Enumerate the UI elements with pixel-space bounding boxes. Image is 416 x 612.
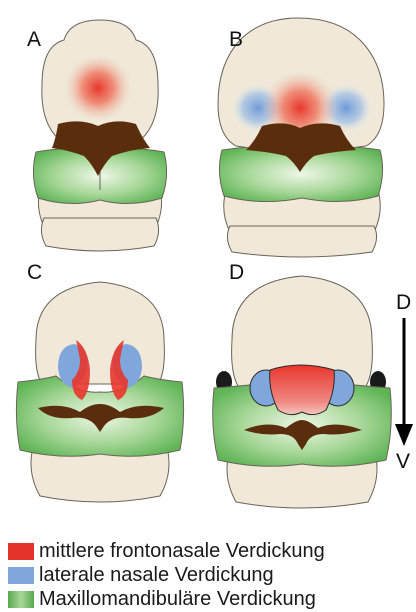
legend: mittlere frontonasale Verdickung lateral…: [6, 540, 416, 612]
legend-label-frontonasal: mittlere frontonasale Verdickung: [39, 540, 325, 562]
frontonasal-thickening: [270, 365, 335, 415]
panel-a-embryo: [33, 20, 166, 251]
legend-label-maxillomandibular: Maxillomandibuläre Verdickung: [39, 588, 316, 610]
arrow-head-icon: [395, 424, 413, 446]
panel-label-c: C: [27, 262, 42, 283]
body-segment: [31, 452, 169, 502]
panel-d-embryo: [213, 276, 392, 508]
panel-b-embryo: [218, 18, 384, 257]
body-segment: [227, 226, 376, 257]
axis-label-dorsal: D: [396, 292, 411, 313]
legend-label-lateral-nasal: laterale nasale Verdickung: [39, 564, 274, 586]
legend-swatch-red: [8, 543, 34, 560]
panel-label-d: D: [229, 262, 244, 283]
legend-item-frontonasal: mittlere frontonasale Verdickung: [6, 540, 416, 562]
head: [36, 282, 165, 384]
legend-swatch-green: [8, 591, 34, 608]
dorsal-ventral-arrow: [395, 318, 413, 446]
panel-label-a: A: [27, 29, 41, 50]
body-segment: [41, 218, 158, 251]
legend-swatch-blue: [8, 567, 34, 584]
axis-label-ventral: V: [396, 451, 410, 472]
panel-label-b: B: [229, 29, 243, 50]
legend-item-lateral-nasal: laterale nasale Verdickung: [6, 564, 416, 586]
panel-c-embryo: [16, 282, 183, 502]
frontonasal-thickening: [64, 54, 132, 122]
legend-item-maxillomandibular: Maxillomandibuläre Verdickung: [6, 588, 416, 610]
